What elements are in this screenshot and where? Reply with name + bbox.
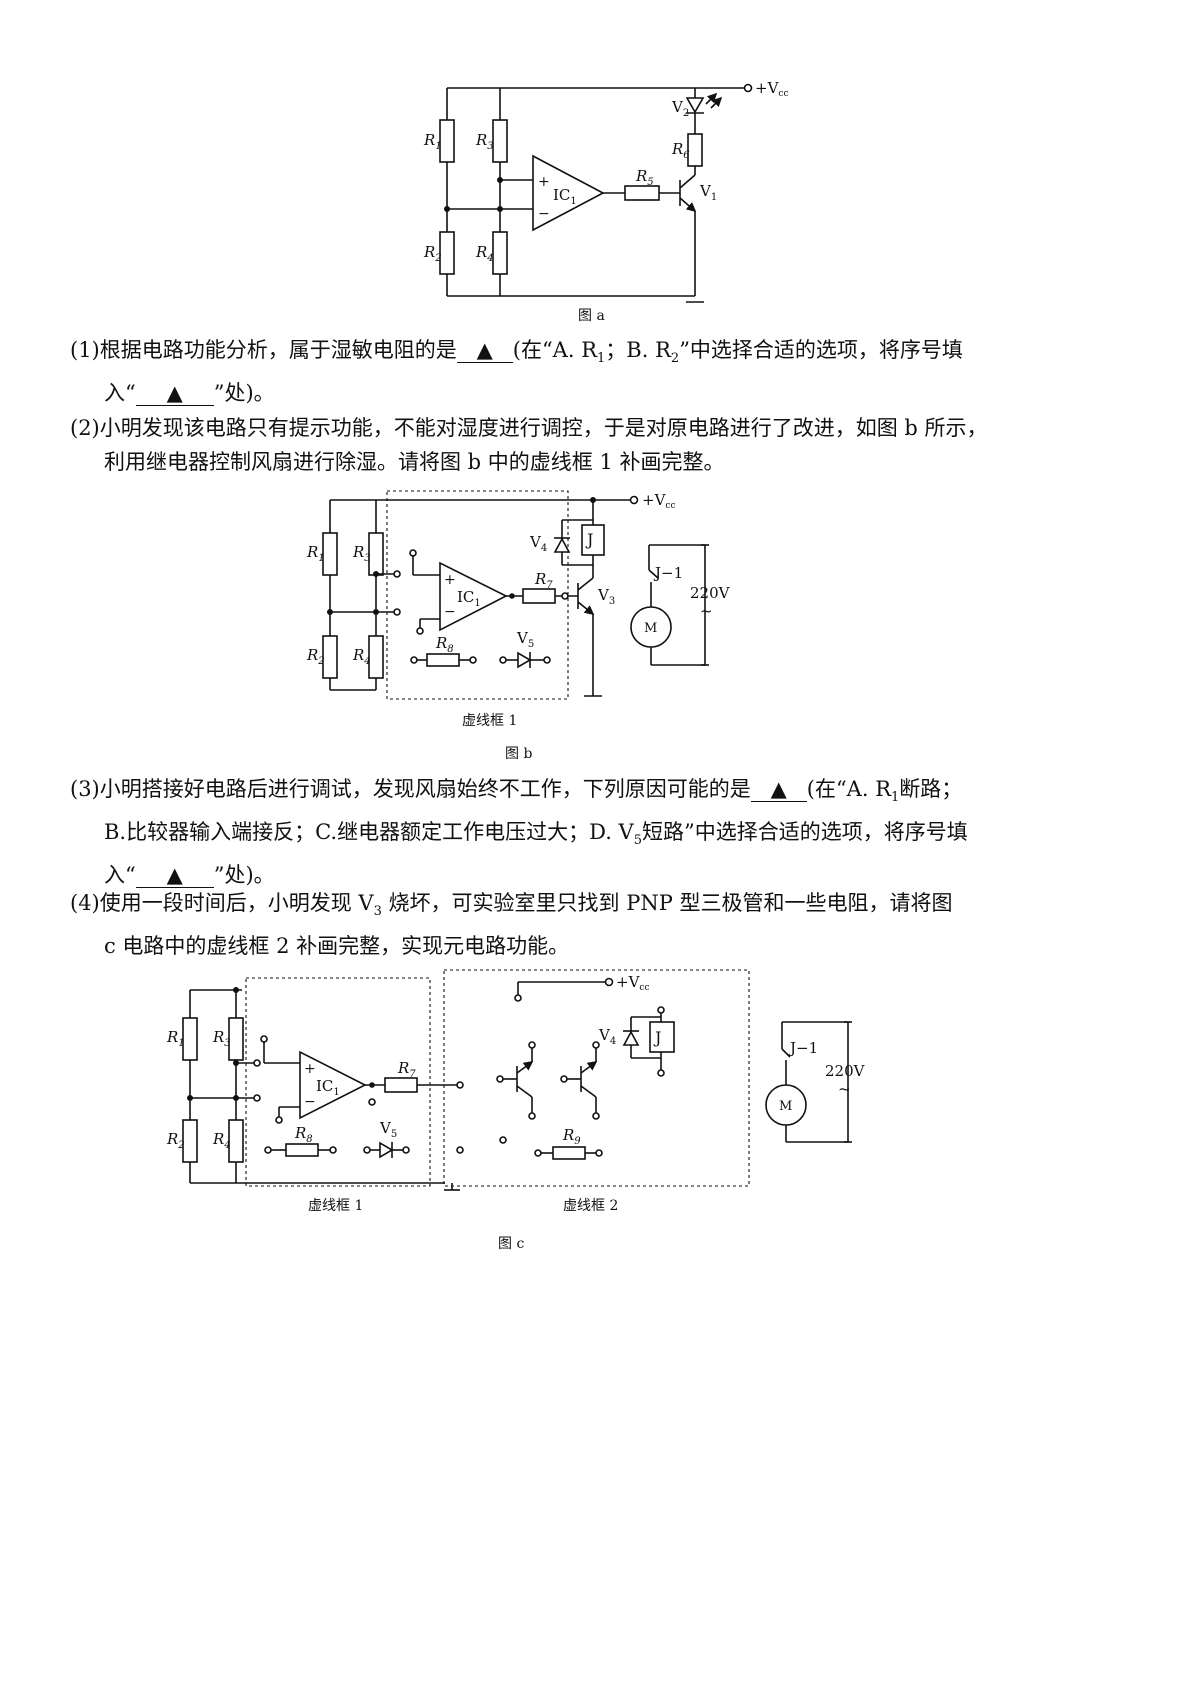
svg-text:R1: R1 bbox=[423, 131, 442, 152]
svg-text:V4: V4 bbox=[598, 1026, 616, 1047]
svg-text:220V: 220V bbox=[825, 1062, 866, 1080]
svg-text:R3: R3 bbox=[352, 543, 371, 564]
svg-text:+: + bbox=[304, 1061, 316, 1077]
svg-text:+Vcc: +Vcc bbox=[755, 79, 789, 99]
svg-text:R2: R2 bbox=[166, 1130, 185, 1151]
svg-text:IC1: IC1 bbox=[553, 186, 577, 207]
answer-blank-3b[interactable]: ▲ bbox=[135, 863, 214, 889]
svg-text:−: − bbox=[304, 1094, 316, 1110]
svg-text:R8: R8 bbox=[435, 634, 454, 655]
figure-a-caption: 图 a bbox=[578, 308, 605, 324]
svg-text:M: M bbox=[779, 1099, 792, 1114]
svg-text:M: M bbox=[644, 621, 657, 636]
svg-text:V5: V5 bbox=[516, 629, 534, 650]
figure-c-labels: R1 R2 R3 R4 R7 R8 R9 IC1 + − V4 V5 J J−1… bbox=[166, 973, 866, 1252]
svg-text:~: ~ bbox=[838, 1080, 851, 1098]
svg-text:R2: R2 bbox=[306, 646, 325, 667]
svg-text:R7: R7 bbox=[534, 570, 553, 591]
question-2: (2)小明发现该电路只有提示功能，不能对湿度进行调控，于是对原电路进行了改进，如… bbox=[70, 416, 988, 474]
figure-b-circuit bbox=[322, 490, 709, 700]
svg-text:+Vcc: +Vcc bbox=[616, 973, 650, 993]
answer-blank-3[interactable]: ▲ bbox=[750, 777, 807, 802]
question-1: (1)根据电路功能分析，属于湿敏电阻的是▲(在“A. R1；B. R2”中选择合… bbox=[70, 338, 963, 407]
figure-b-box1-label: 虚线框 1 bbox=[462, 713, 517, 729]
svg-text:R6: R6 bbox=[671, 140, 690, 161]
figure-b-labels: R1 R2 R3 R4 R7 R8 IC1 + − V3 V4 V5 J J−1… bbox=[306, 491, 731, 762]
svg-text:−: − bbox=[538, 206, 550, 222]
figure-a-labels: R1 R2 R3 R4 R5 R6 IC1 + − V1 V2 +Vcc 图 a bbox=[423, 79, 789, 324]
svg-text:IC1: IC1 bbox=[316, 1077, 340, 1098]
svg-text:−: − bbox=[444, 604, 456, 620]
question-3: (3)小明搭接好电路后进行调试，发现风扇始终不工作，下列原因可能的是▲(在“A.… bbox=[70, 777, 968, 889]
figure-b-caption: 图 b bbox=[505, 746, 532, 762]
answer-blank-1b[interactable]: ▲ bbox=[135, 381, 214, 407]
svg-text:R5: R5 bbox=[635, 167, 654, 188]
svg-text:R1: R1 bbox=[166, 1028, 185, 1049]
svg-text:IC1: IC1 bbox=[457, 588, 481, 609]
svg-text:R4: R4 bbox=[212, 1130, 231, 1151]
figure-c-circuit bbox=[182, 969, 852, 1191]
svg-text:R2: R2 bbox=[423, 243, 442, 264]
svg-text:+Vcc: +Vcc bbox=[642, 491, 676, 511]
svg-text:J−1: J−1 bbox=[653, 564, 683, 582]
svg-text:J: J bbox=[653, 1028, 661, 1047]
svg-text:+: + bbox=[444, 572, 456, 588]
figure-a-circuit bbox=[439, 83, 753, 303]
svg-text:+: + bbox=[538, 174, 550, 190]
svg-text:V4: V4 bbox=[529, 533, 547, 554]
svg-text:R1: R1 bbox=[306, 543, 325, 564]
svg-text:~: ~ bbox=[700, 602, 713, 620]
svg-text:R7: R7 bbox=[397, 1059, 416, 1080]
svg-text:R4: R4 bbox=[475, 243, 494, 264]
svg-text:R4: R4 bbox=[352, 646, 371, 667]
svg-text:V1: V1 bbox=[699, 182, 717, 203]
figure-c-box1-label: 虚线框 1 bbox=[308, 1198, 363, 1214]
svg-text:V3: V3 bbox=[597, 586, 615, 607]
question-4: (4)使用一段时间后，小明发现 V3 烧坏，可实验室里只找到 PNP 型三极管和… bbox=[70, 891, 953, 959]
svg-text:J: J bbox=[585, 530, 593, 549]
svg-text:220V: 220V bbox=[690, 584, 731, 602]
svg-text:R8: R8 bbox=[294, 1124, 313, 1145]
figure-c-caption: 图 c bbox=[498, 1236, 524, 1252]
svg-text:R3: R3 bbox=[212, 1028, 231, 1049]
svg-text:R9: R9 bbox=[562, 1126, 581, 1147]
svg-text:V5: V5 bbox=[379, 1119, 397, 1140]
answer-blank-1[interactable]: ▲ bbox=[456, 338, 513, 363]
svg-text:V2: V2 bbox=[671, 98, 689, 119]
figure-c-box2-label: 虚线框 2 bbox=[563, 1198, 618, 1214]
svg-text:R3: R3 bbox=[475, 131, 494, 152]
svg-text:J−1: J−1 bbox=[788, 1039, 818, 1057]
